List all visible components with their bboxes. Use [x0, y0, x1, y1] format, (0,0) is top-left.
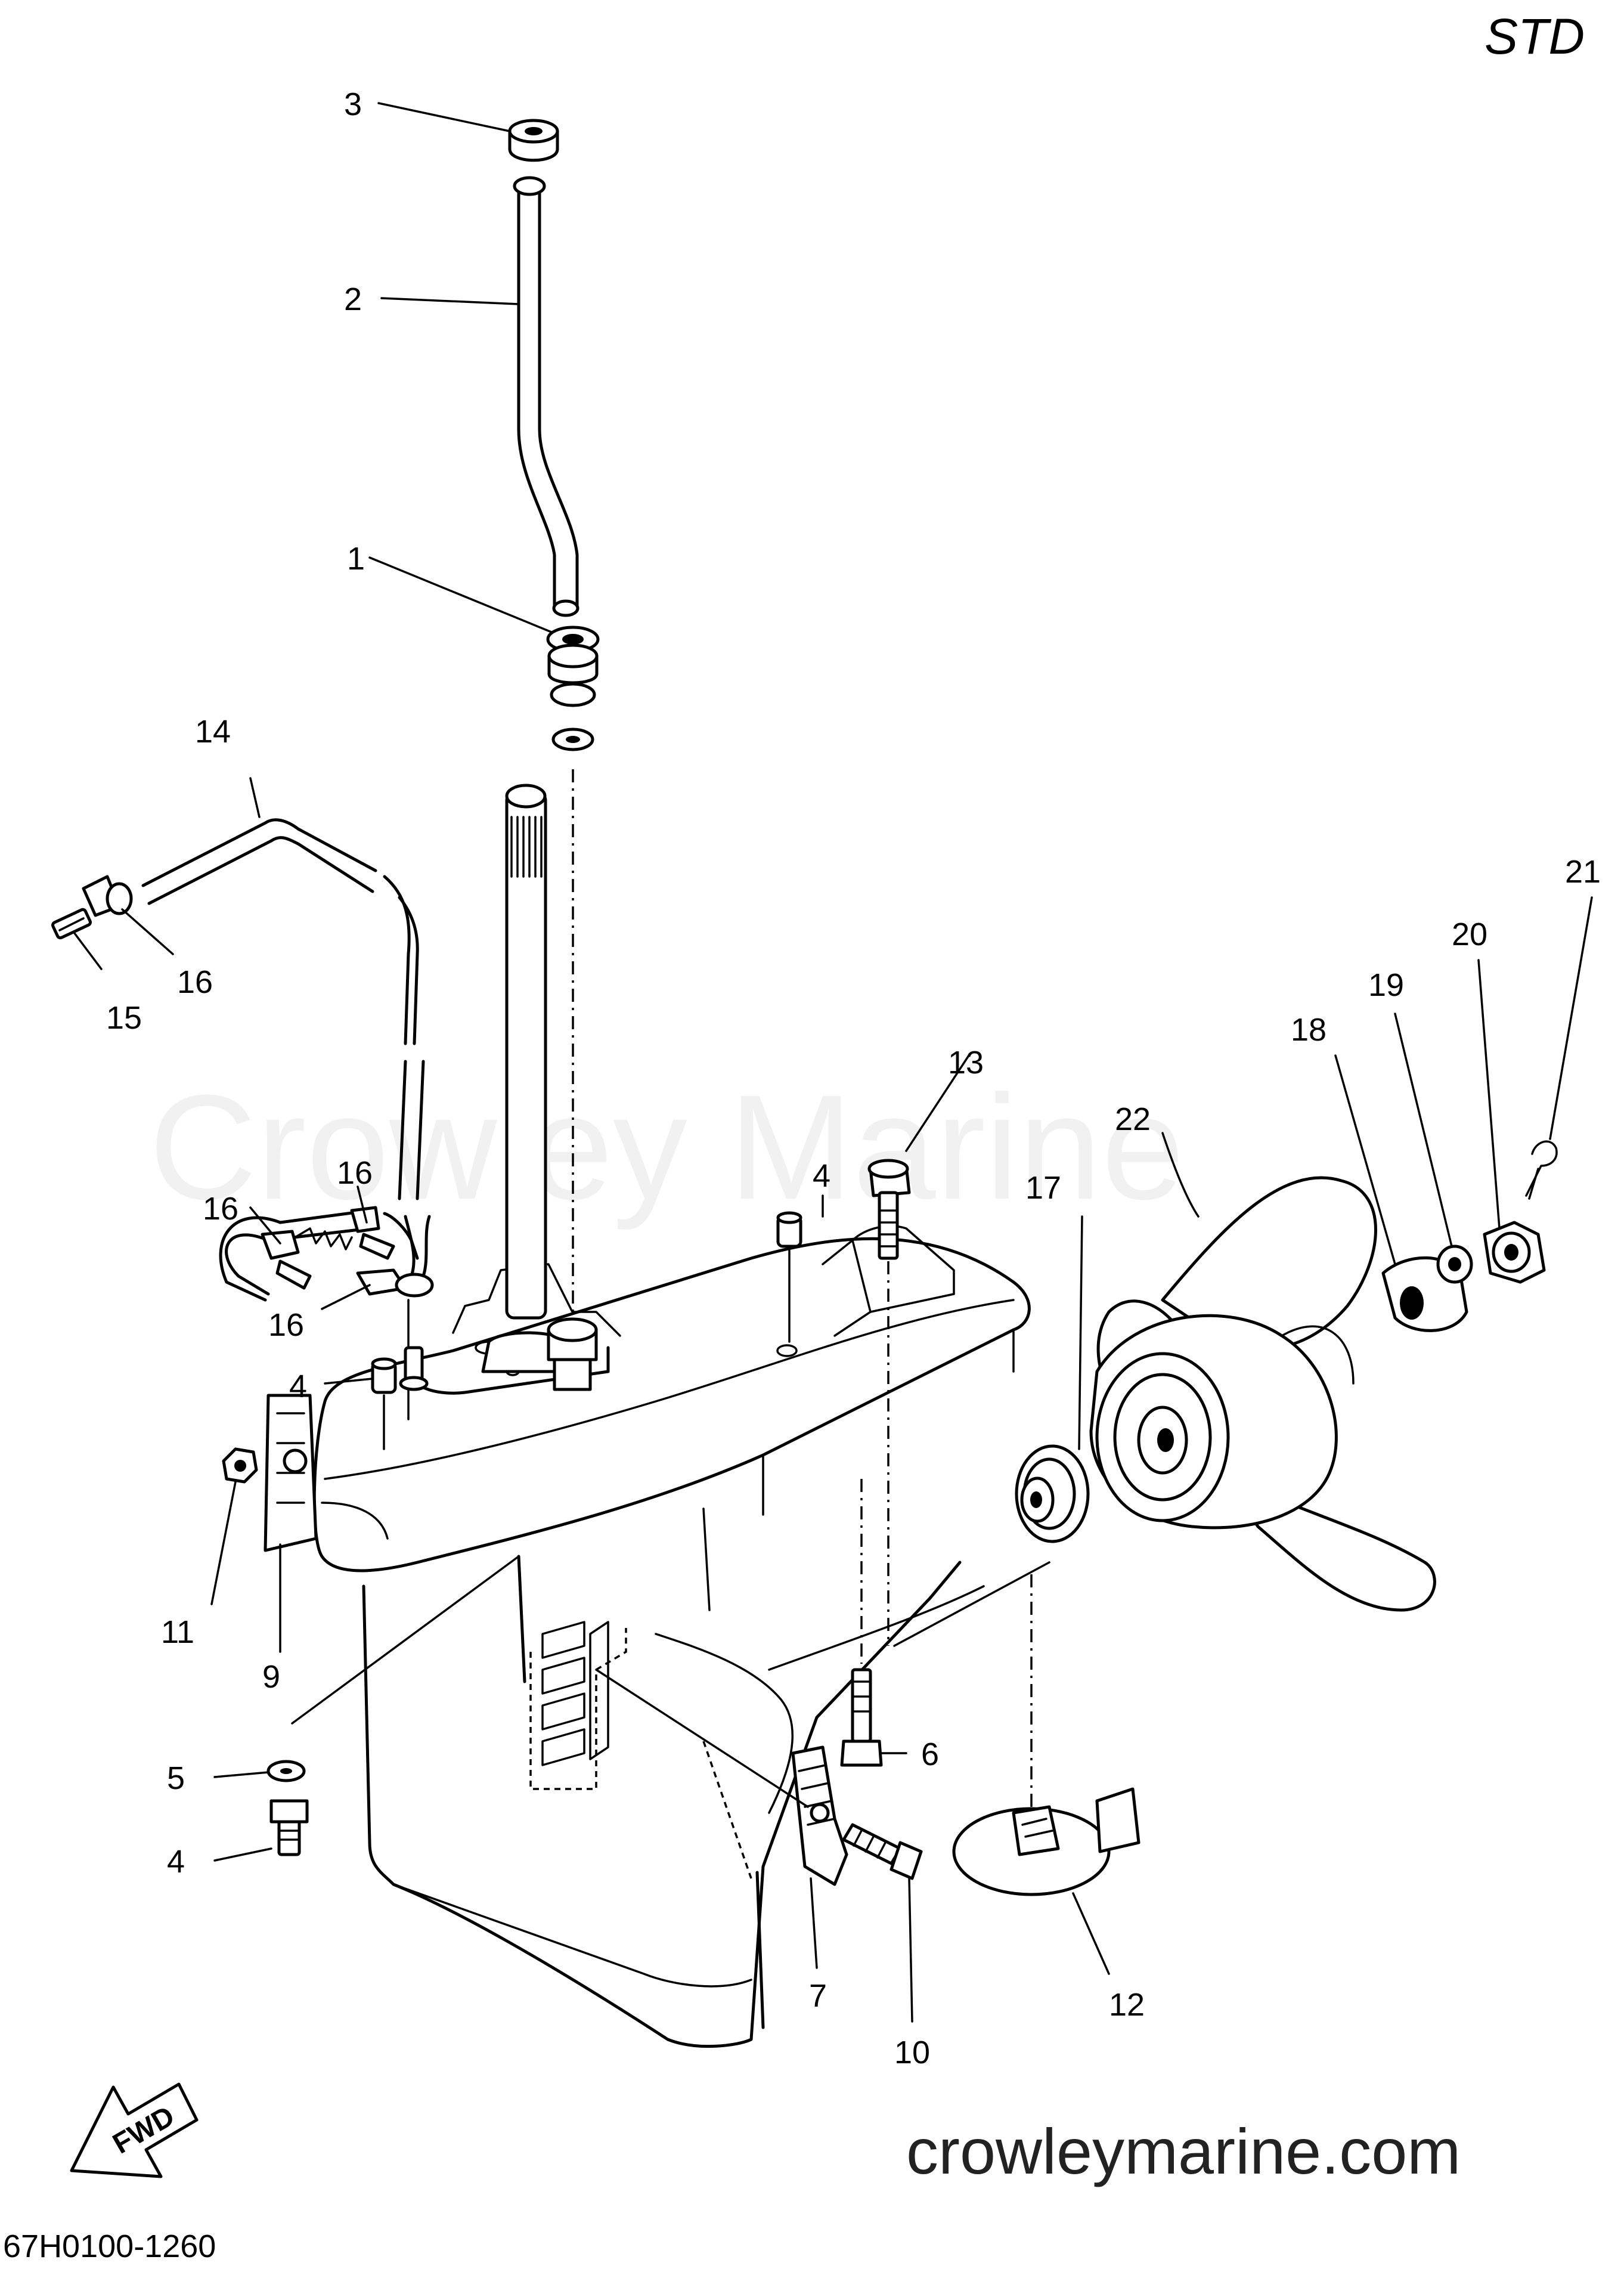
hose-clamp-lower — [356, 1268, 434, 1420]
hose-clamp-top — [82, 875, 133, 917]
dowel-pin-left — [371, 1357, 397, 1450]
callout-7: 6 — [921, 1736, 939, 1772]
callout-16-mid-right: 16 — [337, 1155, 373, 1191]
spring-fitting — [294, 1227, 353, 1250]
grommet-3 — [508, 119, 559, 162]
callout-16-top: 16 — [177, 964, 213, 1000]
bolt-7 — [840, 1479, 883, 1767]
stud-bolt — [399, 1346, 429, 1391]
washer-19 — [1436, 1245, 1473, 1284]
variant-label: STD — [1484, 8, 1585, 64]
callout-8: 7 — [809, 1978, 827, 2014]
callout-13: 13 — [948, 1045, 984, 1081]
callout-20: 20 — [1452, 917, 1487, 952]
callout-3: 3 — [344, 86, 362, 122]
website-label: crowleymarine.com — [906, 2115, 1461, 2187]
drive-shaft — [481, 784, 574, 1373]
water-tube — [513, 176, 579, 617]
propeller-22 — [1089, 1176, 1436, 1612]
callout-21: 21 — [1565, 854, 1601, 890]
callout-9: 9 — [262, 1659, 280, 1695]
grommet-stack-1 — [546, 626, 600, 1312]
nipple-15 — [51, 908, 92, 940]
leader-lines — [73, 102, 1593, 2023]
callout-1: 1 — [347, 541, 365, 577]
callout-22: 22 — [1115, 1101, 1151, 1137]
callout-16-mid-left: 16 — [203, 1191, 238, 1227]
watermark-text: Crowley Marine — [149, 1064, 1185, 1230]
hose-clamp-mid-left — [261, 1230, 312, 1290]
shaft-axis-lines — [893, 1561, 1050, 1819]
callout-18: 18 — [1291, 1012, 1327, 1048]
lower-casing — [312, 1225, 1031, 2048]
callout-16-lower: 16 — [268, 1307, 304, 1343]
trim-tab-12 — [952, 1787, 1140, 1896]
bolt-5 — [269, 1799, 309, 1856]
thrust-hub-17 — [1015, 1444, 1090, 1543]
cotter-pin-21 — [1525, 1140, 1558, 1200]
bolt-13 — [867, 1159, 911, 1646]
screw-10 — [842, 1823, 923, 1880]
catalog-code: 67H0100-1260 — [3, 2228, 216, 2264]
castle-nut-20 — [1483, 1221, 1546, 1284]
callout-11: 11 — [161, 1614, 194, 1650]
callout-14: 14 — [195, 714, 231, 750]
callout-numbers: 3 2 1 14 16 15 16 16 16 4 4 13 6 7 10 12… — [106, 86, 1601, 2070]
tube-seal-housing — [547, 1317, 598, 1391]
callout-17: 17 — [1025, 1170, 1061, 1206]
trim-tab-bracket-9 — [264, 1394, 318, 1552]
callout-6: 5 — [167, 1760, 185, 1796]
callout-2: 2 — [344, 281, 362, 317]
callout-19: 19 — [1368, 967, 1404, 1003]
fwd-direction-arrow: FWD — [70, 2082, 199, 2178]
callout-10: 10 — [894, 2035, 930, 2070]
washer-6 — [266, 1555, 520, 1782]
callout-12: 12 — [1109, 1987, 1145, 2023]
callout-4-left: 4 — [289, 1369, 307, 1404]
callout-4-right: 4 — [813, 1158, 830, 1194]
callout-15: 15 — [106, 1000, 142, 1036]
callout-5: 4 — [167, 1844, 185, 1880]
anode-8 — [595, 1669, 848, 1886]
nut-11 — [222, 1447, 258, 1484]
dowel-pin-right — [776, 1211, 802, 1343]
